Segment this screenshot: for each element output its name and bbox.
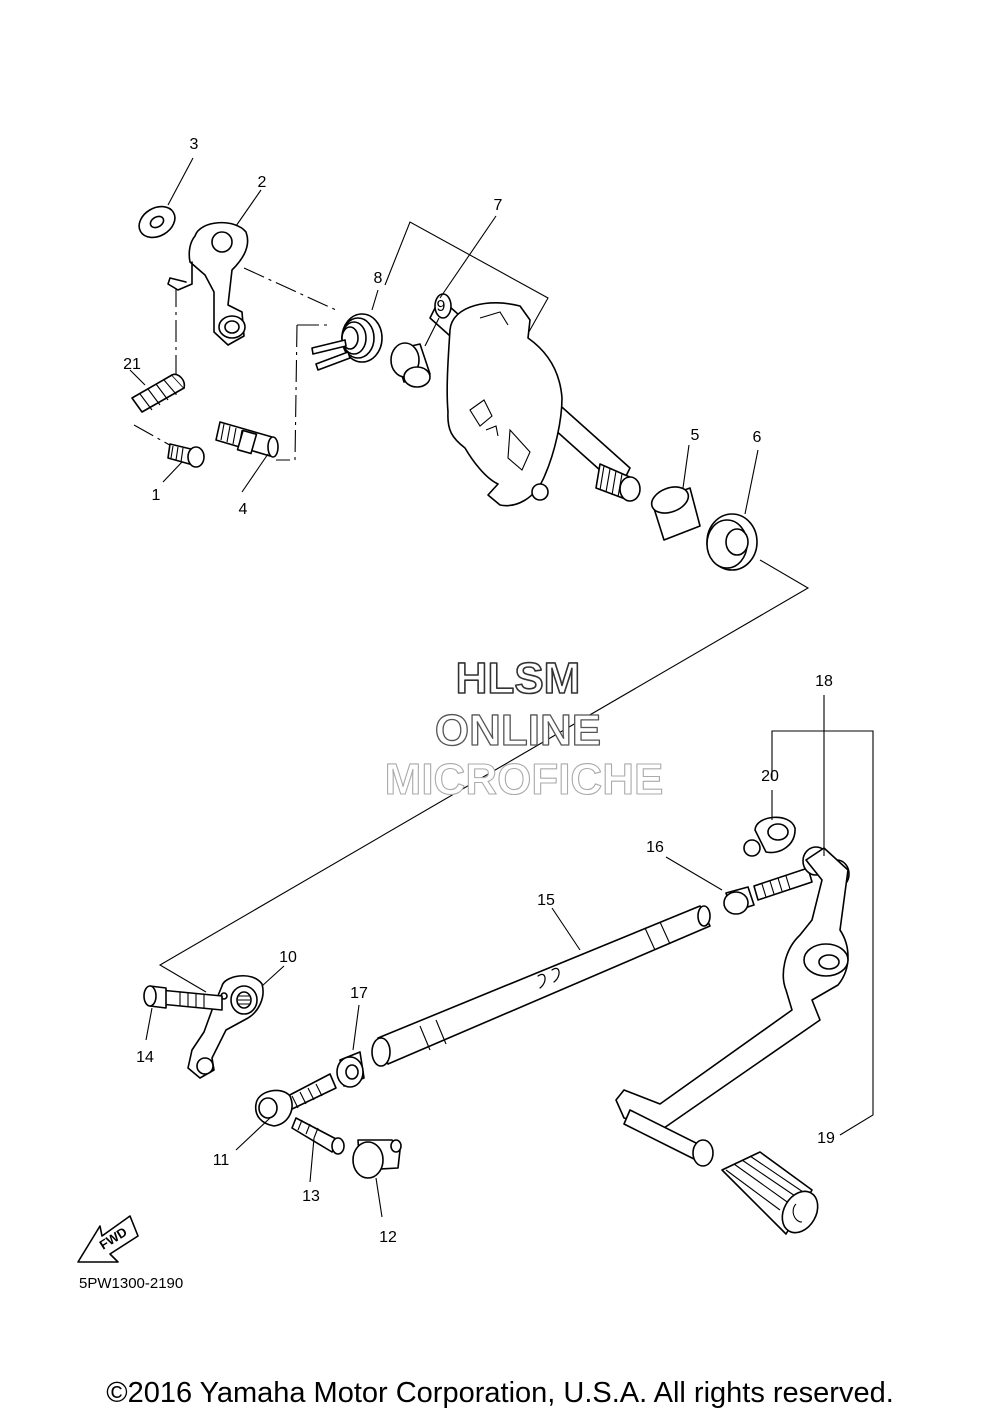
diagram-code: 5PW1300-2190 <box>79 1275 184 1292</box>
part-17-nut <box>336 1051 365 1088</box>
part-2-stopper-lever <box>167 221 249 346</box>
parts-diagram: FWD HLSM ONLINE MICROFICHE 1 2 3 4 5 <box>77 136 874 1263</box>
callout-9: 9 <box>437 298 446 315</box>
part-4-bolt <box>215 421 279 458</box>
callout-14: 14 <box>136 1049 154 1066</box>
part-6-oil-seal <box>706 513 758 571</box>
callout-10: 10 <box>279 949 297 966</box>
callout-11: 11 <box>213 1152 230 1169</box>
part-13-bolt <box>291 1117 345 1155</box>
callout-19: 19 <box>817 1130 835 1147</box>
callout-1: 1 <box>152 487 161 504</box>
callout-5: 5 <box>691 427 700 444</box>
callout-leaders <box>129 157 825 1218</box>
callout-7: 7 <box>494 197 503 214</box>
part-1-pin <box>167 443 205 468</box>
callout-12: 12 <box>379 1229 397 1246</box>
watermark: HLSM ONLINE MICROFICHE <box>384 653 664 804</box>
callout-18: 18 <box>815 673 833 690</box>
callout-8: 8 <box>374 270 383 287</box>
callout-21: 21 <box>123 356 141 373</box>
fwd-arrow-icon: FWD <box>77 1215 139 1263</box>
watermark-line-3: MICROFICHE <box>385 755 664 804</box>
callout-4: 4 <box>239 501 248 518</box>
copyright-notice: ©2016 Yamaha Motor Corporation, U.S.A. A… <box>106 1377 894 1409</box>
part-5-bushing <box>650 486 701 541</box>
part-9-collar <box>390 342 431 388</box>
watermark-line-1: HLSM <box>456 654 581 703</box>
watermark-line-2: ONLINE <box>435 706 601 755</box>
part-19-shift-pedal <box>615 846 850 1235</box>
part-21-spring <box>131 373 186 413</box>
part-12-cap <box>352 1139 402 1179</box>
part-20-joint <box>743 816 796 857</box>
part-15-shift-rod <box>371 905 711 1067</box>
callout-20: 20 <box>761 768 779 785</box>
part-18-bolt <box>753 867 813 901</box>
callout-16: 16 <box>646 839 664 856</box>
callout-6: 6 <box>753 429 762 446</box>
part-8-torsion-spring <box>311 313 383 371</box>
callout-15: 15 <box>537 892 555 909</box>
callout-labels: 1 2 3 4 5 6 7 8 9 10 11 12 13 14 15 16 1… <box>123 136 835 1246</box>
callout-17: 17 <box>350 985 368 1002</box>
part-14-bolt <box>143 985 223 1011</box>
callout-3: 3 <box>190 136 199 153</box>
part-10-shift-arm <box>187 975 264 1079</box>
callout-2: 2 <box>258 174 267 191</box>
callout-13: 13 <box>302 1188 320 1205</box>
part-11-joint <box>254 1073 337 1127</box>
part-3-washer <box>138 205 176 239</box>
part-7-shift-shaft <box>429 293 641 507</box>
part-16-nut <box>723 886 755 915</box>
